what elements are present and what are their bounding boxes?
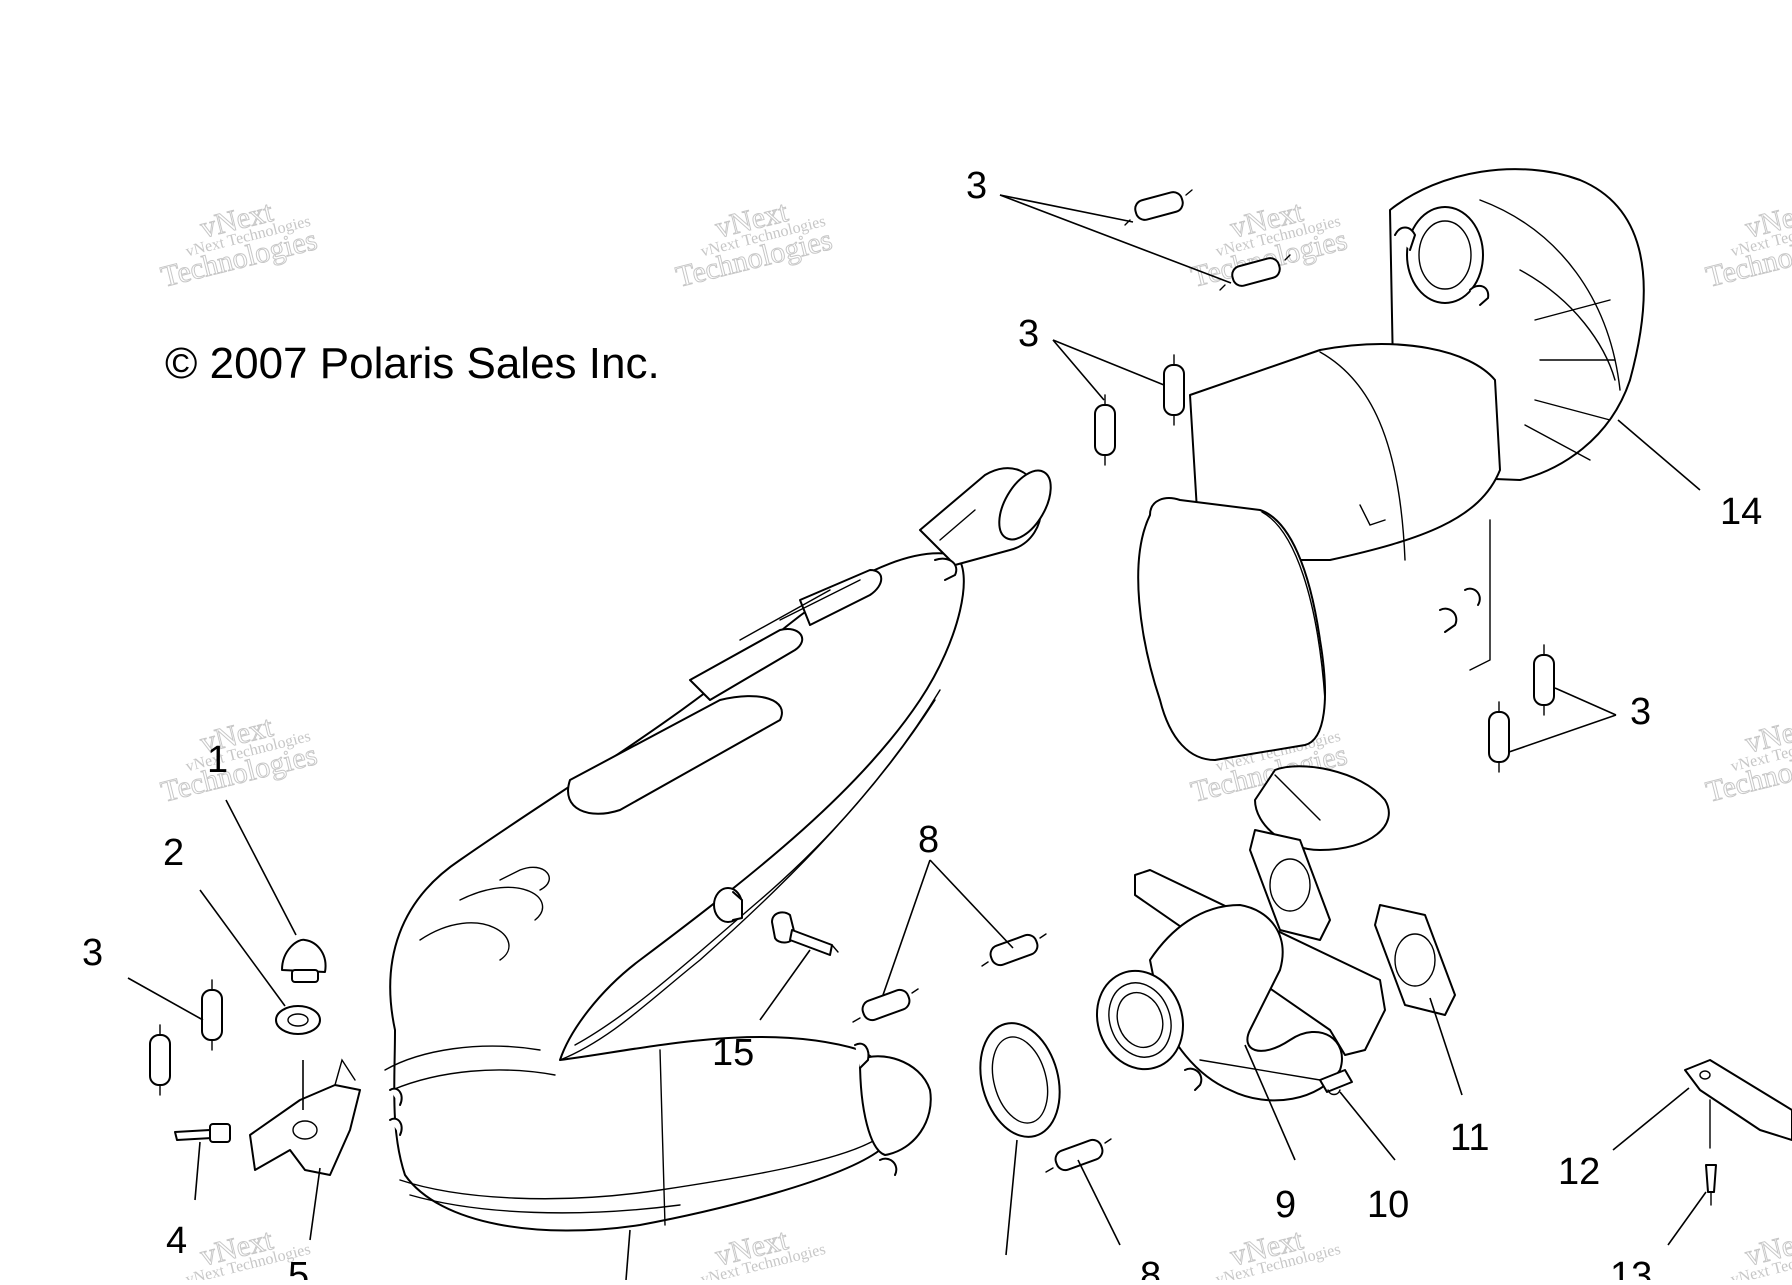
callout-3: 3 — [966, 165, 987, 207]
callout-8: 8 — [1140, 1255, 1161, 1280]
coupling-ring — [979, 1022, 1061, 1138]
springs — [149, 189, 1555, 1173]
spring — [981, 933, 1047, 967]
callout-11: 11 — [1450, 1117, 1489, 1159]
washer — [275, 1005, 321, 1035]
callout-10: 10 — [1367, 1184, 1409, 1226]
callout-15: 15 — [712, 1032, 754, 1074]
silencer-muffler — [1137, 168, 1645, 851]
bracket-12 — [1684, 1059, 1792, 1149]
watermark: vNext vNext Technologies Technologies — [157, 709, 321, 809]
copyright-text: © 2007 Polaris Sales Inc. — [165, 339, 660, 388]
spring — [1533, 644, 1555, 716]
callout-3: 3 — [1630, 691, 1651, 733]
watermark: vNext vNext Technologies Technologies — [1702, 194, 1792, 294]
watermark: vNext vNext Technologies — [699, 1222, 827, 1285]
spring — [1094, 394, 1116, 466]
spring — [852, 988, 919, 1023]
callout-14: 14 — [1720, 491, 1762, 533]
mount-bracket — [249, 1058, 361, 1176]
spring — [1219, 254, 1291, 291]
spring — [149, 1024, 171, 1096]
expansion-chamber-pipe — [384, 467, 1052, 1232]
callout-2: 2 — [163, 832, 184, 874]
watermark: vNext vNext Technologies Technologies — [672, 194, 836, 294]
callout-4: 4 — [166, 1220, 187, 1262]
manifold-gaskets — [1249, 829, 1456, 1016]
watermark: vNext vNext Technologies — [1729, 1222, 1792, 1285]
callout-12: 12 — [1558, 1151, 1600, 1193]
spring — [201, 979, 223, 1051]
callout-13: 13 — [1610, 1255, 1652, 1280]
spring — [1163, 354, 1185, 426]
manifold-stud — [1319, 1069, 1353, 1096]
callout-3: 3 — [1018, 313, 1039, 355]
leader-lines — [127, 194, 1707, 1281]
stud-bolt-15 — [771, 911, 839, 956]
spring — [1124, 189, 1193, 226]
spring — [1488, 701, 1510, 773]
callout-1: 1 — [207, 739, 228, 781]
grommet-bushing — [713, 887, 743, 923]
callout-9: 9 — [1275, 1184, 1296, 1226]
watermark: vNext vNext Technologies Technologies — [1702, 709, 1792, 809]
exhaust-manifold — [1095, 869, 1386, 1102]
bolt-13 — [1705, 1164, 1717, 1206]
callout-5: 5 — [288, 1255, 309, 1280]
callout-3: 3 — [82, 932, 103, 974]
spring — [1045, 1138, 1112, 1173]
watermark: vNext vNext Technologies Technologies — [157, 194, 321, 294]
pin — [174, 1123, 231, 1143]
grommet-cap — [281, 938, 327, 983]
callout-8: 8 — [918, 819, 939, 861]
